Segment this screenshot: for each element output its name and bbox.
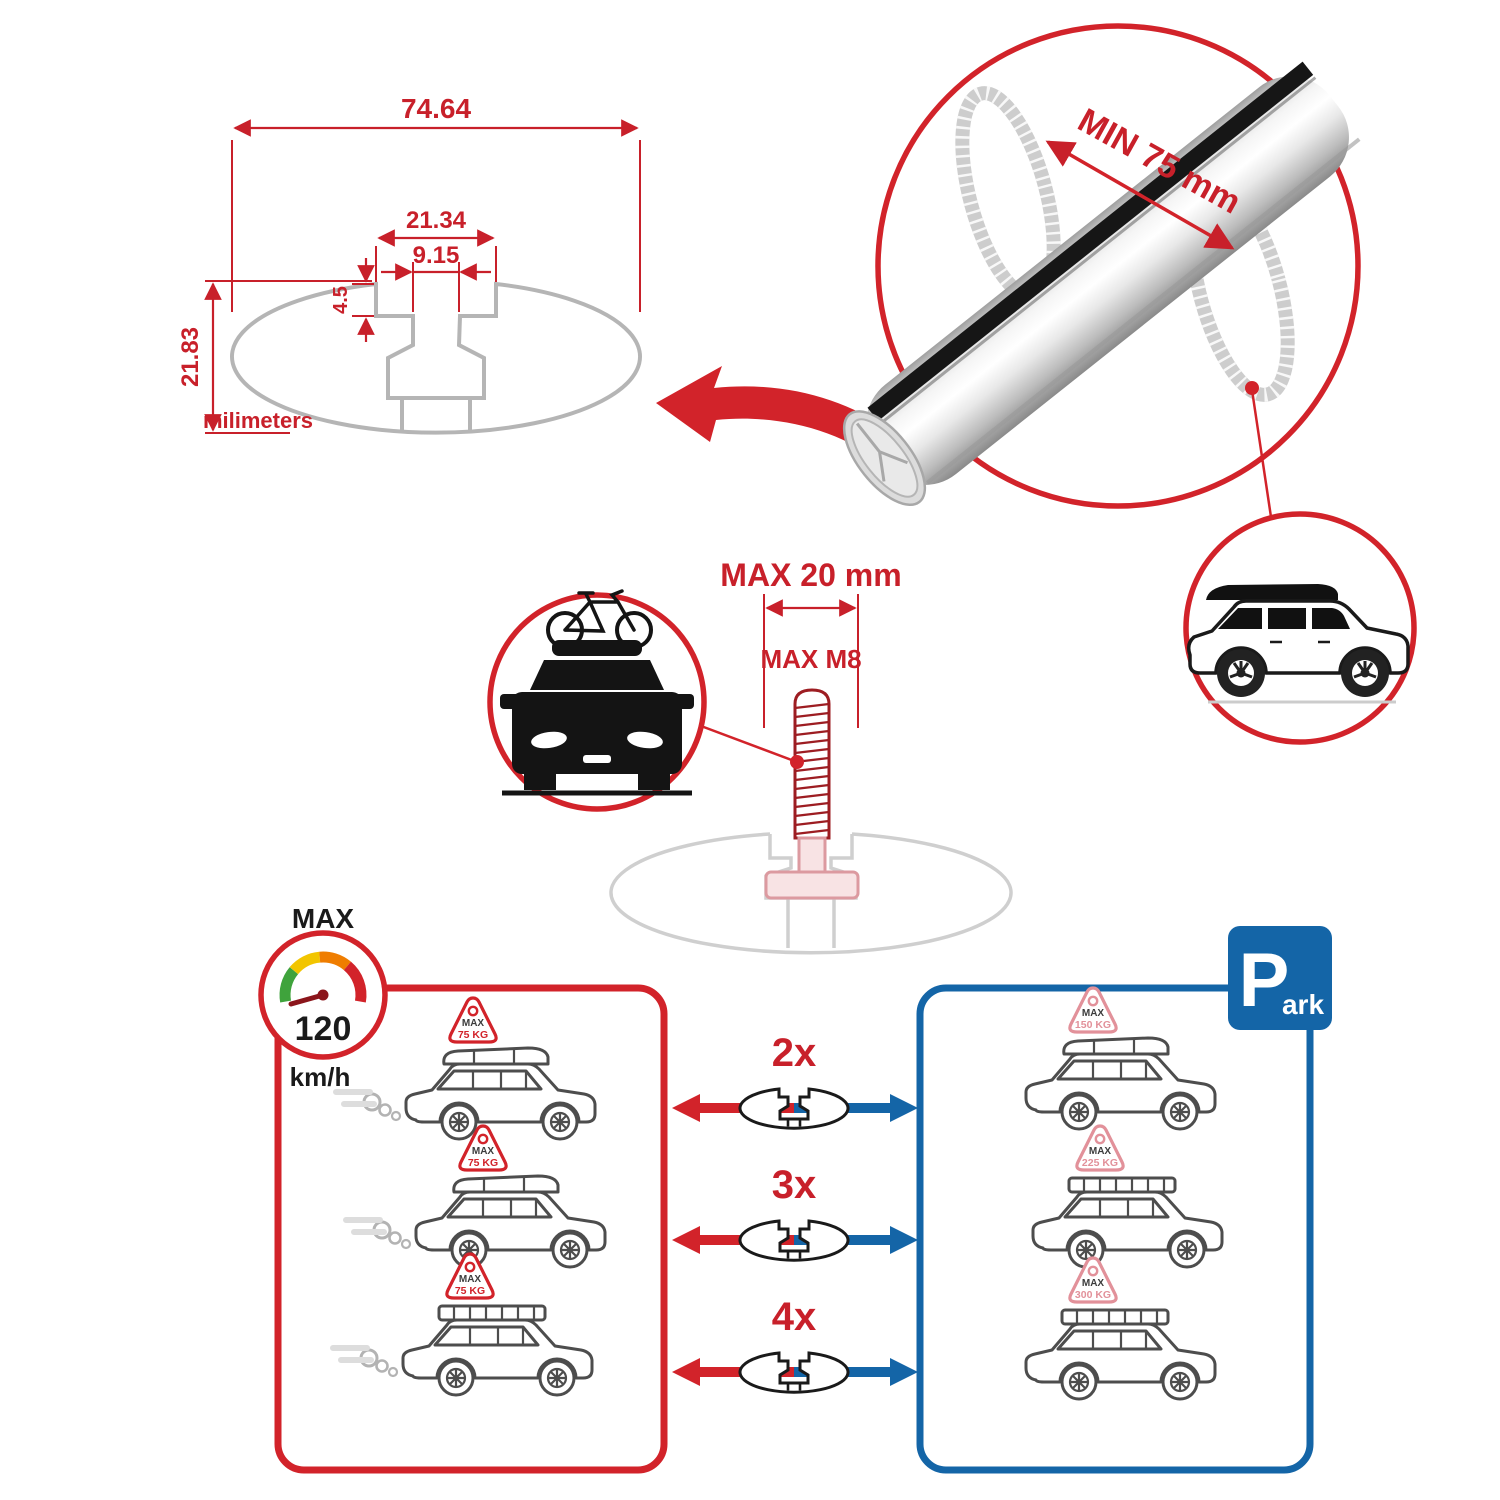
load-sign-max: MAX: [1089, 1146, 1112, 1157]
multiplier-label: 4x: [772, 1295, 817, 1339]
suv-wheel-rear: [1341, 649, 1389, 697]
load-sign-value: 75 KG: [458, 1029, 488, 1041]
roof-cargo-box: [1062, 1036, 1170, 1056]
driving-car-row-1: MAX 75 KG: [336, 996, 597, 1141]
driving-car-row-2: MAX 75 KG: [346, 1124, 607, 1269]
parking-sign: P ark: [1228, 926, 1332, 1030]
parking-letter: P: [1239, 938, 1290, 1023]
arrow-left-red: [672, 1226, 700, 1254]
arrow-right-blue: [890, 1226, 918, 1254]
car-front-icon: [500, 640, 694, 796]
cross-section-diagram: 74.64 21.34 9.15 4.5 21.83 milimeters: [177, 93, 642, 435]
callout-leader-bolt: [700, 724, 798, 764]
arrow-left-red: [672, 1094, 700, 1122]
roof-cargo-box: [452, 1174, 560, 1194]
threaded-bolt: [764, 688, 860, 900]
load-comparison: MAX 120 km/h P ark MAX 75: [258, 903, 1332, 1474]
bolt-neck: [797, 836, 827, 874]
callout-dot-strap: [1245, 381, 1259, 395]
min-span-arrow: [1045, 140, 1235, 250]
ext-lines-slot-width: [412, 262, 460, 312]
bolt-diagram: MAX 20 mm MAX M8: [487, 557, 1013, 955]
bar-profile-stem: [400, 398, 472, 431]
car-bike-view: [487, 589, 707, 812]
bar-detail-view: MIN 75 mm: [656, 23, 1417, 745]
load-sign-value: 75 KG: [455, 1285, 485, 1297]
load-sign-max: MAX: [462, 1018, 485, 1029]
ghost-stem: [786, 898, 836, 948]
ghost-profile: [609, 832, 1013, 955]
ext-lines-total-width: [231, 140, 641, 312]
load-sign-value: 225 KG: [1082, 1157, 1118, 1169]
ext-lines-bolt: [763, 594, 859, 728]
dim-total-width: 74.64: [401, 93, 471, 124]
speed-limit-badge: MAX 120 km/h: [258, 903, 388, 1092]
load-sign-max: MAX: [1082, 1278, 1105, 1289]
gauge-arc: [279, 951, 367, 1003]
speed-max-label: MAX: [292, 903, 355, 934]
max-width-label: MAX 20 mm: [720, 557, 901, 593]
multiplier-label: 2x: [772, 1031, 817, 1075]
load-sign-value: 150 KG: [1075, 1019, 1111, 1031]
parking-suffix: ark: [1282, 989, 1324, 1020]
callout-leader-suv: [1250, 389, 1273, 518]
dim-recess-width: 21.34: [406, 207, 467, 234]
gauge-pivot: [317, 989, 329, 1001]
arrow-left-red: [672, 1358, 700, 1386]
units-label: milimeters: [203, 408, 313, 433]
bar-profile-outline: [230, 281, 642, 435]
ext-lines-total-height: [205, 280, 372, 434]
dim-recess-depth: 4.5: [330, 286, 352, 314]
speed-units: km/h: [290, 1062, 351, 1092]
suv-roof-box: [1206, 584, 1338, 600]
dim-total-height: 21.83: [177, 327, 204, 387]
parked-car-row-1: MAX 150 KG: [1024, 986, 1217, 1131]
roof-cargo-basket: [1067, 1176, 1177, 1194]
bar-count-row-2: 3x: [672, 1163, 918, 1262]
bar-end-cap: [842, 410, 927, 507]
arrow-right-blue: [890, 1094, 918, 1122]
suv-windows: [1218, 608, 1350, 629]
load-sign-max: MAX: [459, 1274, 482, 1285]
parked-car-row-2: MAX 225 KG: [1031, 1124, 1224, 1269]
parked-car-row-3: MAX 300 KG: [1024, 1256, 1217, 1401]
roof-cargo-basket: [1060, 1308, 1170, 1326]
roof-cargo-basket: [437, 1304, 547, 1322]
bolt-t-head: [764, 870, 860, 900]
bar-count-row-3: 4x: [672, 1295, 918, 1394]
dim-slot-width: 9.15: [413, 242, 460, 269]
load-sign-value: 75 KG: [468, 1157, 498, 1169]
ext-lines-recess-width: [375, 246, 497, 282]
suv-wheel-front: [1217, 649, 1265, 697]
thread-label: MAX M8: [760, 644, 861, 674]
multiplier-label: 3x: [772, 1163, 817, 1207]
ext-lines-recess-depth: [352, 283, 374, 317]
driving-car-row-3: MAX 75 KG: [333, 1252, 594, 1397]
bar-count-row-1: 2x: [672, 1031, 918, 1130]
suv-roofbox-view: [1183, 511, 1417, 745]
parking-sign-square: [1228, 926, 1332, 1030]
arrow-right-blue: [890, 1358, 918, 1386]
gauge-needle: [288, 992, 326, 1007]
load-sign-value: 300 KG: [1075, 1289, 1111, 1301]
load-sign-max: MAX: [1082, 1008, 1105, 1019]
roof-cargo-box: [442, 1046, 550, 1066]
speed-value: 120: [295, 1010, 352, 1048]
pointer-arrow: [656, 366, 908, 466]
load-sign-max: MAX: [472, 1146, 495, 1157]
